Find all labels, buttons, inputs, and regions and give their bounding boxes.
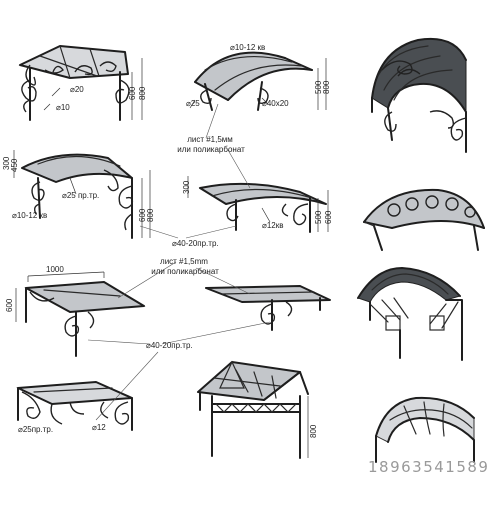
label-d20: ⌀20 <box>70 85 84 94</box>
label-d10-12kv-row2: ⌀10-12 кв <box>12 211 48 220</box>
canopy-flat-middle-row3 <box>205 285 331 331</box>
label-d40-20-pr-tr-row3: ⌀40-20пр.тр. <box>146 341 193 350</box>
label-sheet-material-1: лист #1,5мм <box>187 135 233 144</box>
canopy-flat-left-row3 <box>15 271 146 357</box>
label-w1000: 1000 <box>46 265 64 274</box>
canopy-arched-scroll-left <box>13 150 151 239</box>
label-d25-top: ⌀25 <box>186 99 200 108</box>
label-h800-row4: 800 <box>309 424 318 438</box>
label-d10: ⌀10 <box>56 103 70 112</box>
label-h600-row2-mid: 600 <box>324 210 333 224</box>
label-h800-row1: 800 <box>138 86 147 100</box>
label-sheet-material-1b: или поликарбонат <box>177 145 245 154</box>
label-d25-pr-tr: ⌀25 пр.тр. <box>62 191 100 200</box>
label-h800-row2: 800 <box>146 208 155 222</box>
label-d25-pr-tr-row4: ⌀25пр.тр. <box>18 425 54 434</box>
canopy-arched-middle-row2 <box>187 176 329 233</box>
label-sheet-material-2: лист #1,5mm <box>160 257 208 266</box>
label-sheet-material-2b: или поликарбонат <box>151 267 219 276</box>
label-d10-12kv-top: ⌀10-12 кв <box>230 43 266 52</box>
canopy-flat-scroll-frame <box>18 45 143 121</box>
annotation-leaders <box>87 103 271 421</box>
canopy-arched-radial-bottom-right <box>375 396 475 463</box>
label-h800-top: 800 <box>322 80 331 94</box>
label-d12-row4: ⌀12 <box>92 423 106 432</box>
phone-number-watermark: 18963541589 <box>368 458 490 476</box>
label-d40-20-pr-tr: ⌀40-20пр.тр. <box>172 239 219 248</box>
canopy-arched-truss-right <box>357 267 463 361</box>
canopy-arched-top-middle <box>189 51 327 111</box>
label-h300-row2-mid: 300 <box>182 180 191 194</box>
canopy-flat-bottom-left <box>16 381 133 431</box>
label-h600-row3: 600 <box>5 298 14 312</box>
label-d12kv-row2: ⌀12кв <box>262 221 284 230</box>
canopy-gable-posts-bottom <box>196 360 309 459</box>
label-h450-row2: 450 <box>10 158 19 172</box>
label-d40x20-top: ⌀40x20 <box>262 99 289 108</box>
label-h500-row2-mid: 500 <box>314 210 323 224</box>
label-h600-row1: 600 <box>128 86 137 100</box>
canopy-barrel-dark-top-right <box>371 38 467 153</box>
canopy-arched-circles-right <box>363 188 485 251</box>
